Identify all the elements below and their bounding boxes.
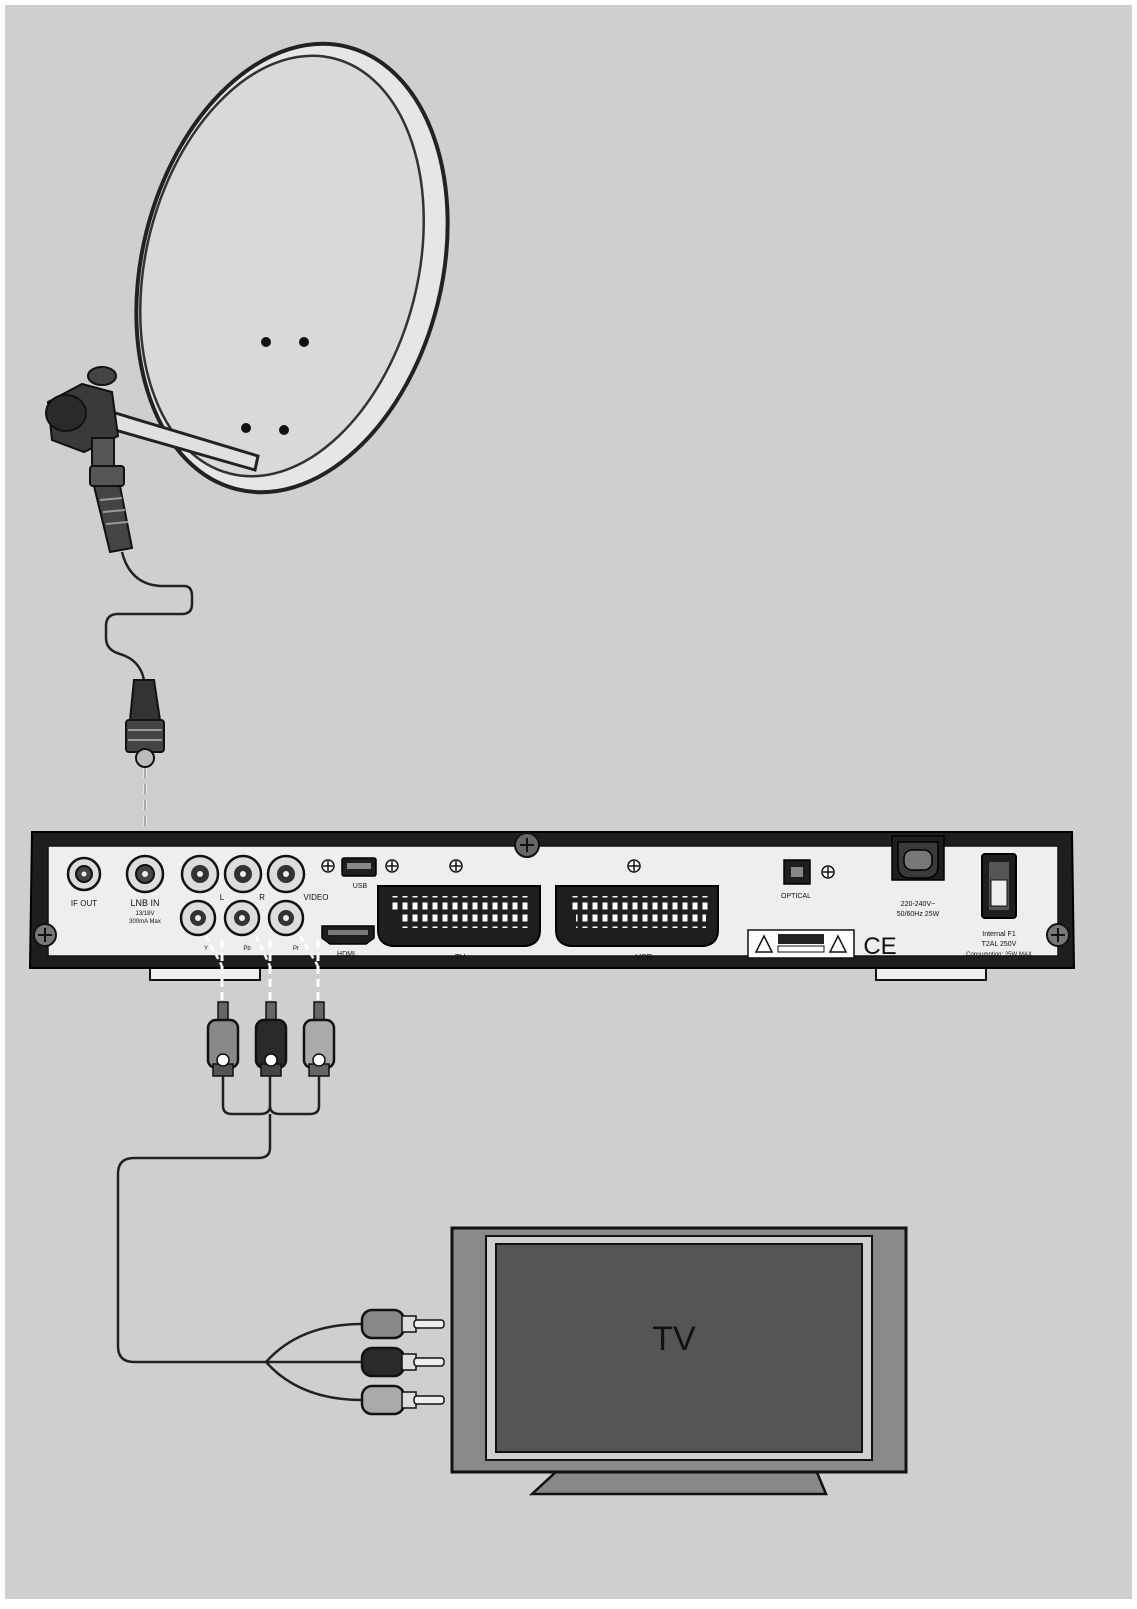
tv-rca-plug-pb [360,1346,445,1378]
usb-label: USB [353,883,368,890]
component-pr-port [267,899,305,937]
audio-l-label: L [220,893,225,902]
audio-l-port [180,854,220,894]
component-pr-label: Pr [293,946,299,952]
dish-bolt [279,425,289,435]
scart-vcr-label: VCR [636,953,653,962]
tv-stand [528,1468,828,1496]
video-port [266,854,306,894]
power-spec-label: 50/60Hz 25W [897,911,940,918]
power-spec-label: 220-240V~ [901,901,935,908]
lnb-f-connector [89,465,134,554]
rca-plug-y [206,1001,240,1077]
lnb-in-port [125,854,165,894]
component-pb-port [223,899,261,937]
television: TV [450,1226,908,1496]
lnb-spec-label: 300mA Max [129,919,161,925]
component-cable-fanout [265,1322,363,1402]
lnb-head [45,366,120,469]
if-out-port [66,856,102,892]
dish-bolt [241,423,251,433]
component-pb-label: Pb [243,946,251,952]
tv-label: TV [652,1320,696,1358]
satellite-dish [45,41,450,554]
lnb-spec-label: 13/18V [135,911,154,917]
rca-plug-pb [254,1001,288,1077]
component-y-label: Y [204,946,208,952]
rca-plug-pr [302,1001,336,1077]
fuse-label: Internal F1 [982,931,1016,938]
dish-bolt [261,337,271,347]
component-cable [116,1076,321,1364]
coax-cable [104,551,194,681]
if-out-label: IF OUT [71,899,97,908]
lnb-in-label: LNB IN [130,898,159,908]
ce-mark: CE [863,933,896,960]
audio-r-port [223,854,263,894]
component-y-port [179,899,217,937]
dish-face [138,54,426,478]
receiver: IF OUT LNB IN 13/18V 300mA Max L R VIDEO [28,831,1076,981]
hdmi-label: HDMI [337,951,355,958]
video-label: VIDEO [304,893,329,902]
audio-r-label: R [259,893,265,902]
dish-bolt [299,337,309,347]
fuse-label: Consumption: 25W MAX [966,952,1032,958]
tv-rca-plug-y [360,1308,445,1340]
coax-plug [125,679,165,768]
component-guide-lines [204,935,320,1002]
tv-rca-plug-pr [360,1384,445,1416]
scart-tv-label: TV [455,953,466,962]
fuse-label: T2AL 250V [982,941,1017,948]
power-socket [891,835,945,881]
optical-label: OPTICAL [781,893,811,900]
power-switch [981,853,1017,919]
warning-label [747,929,855,959]
tv-screen [495,1243,863,1453]
